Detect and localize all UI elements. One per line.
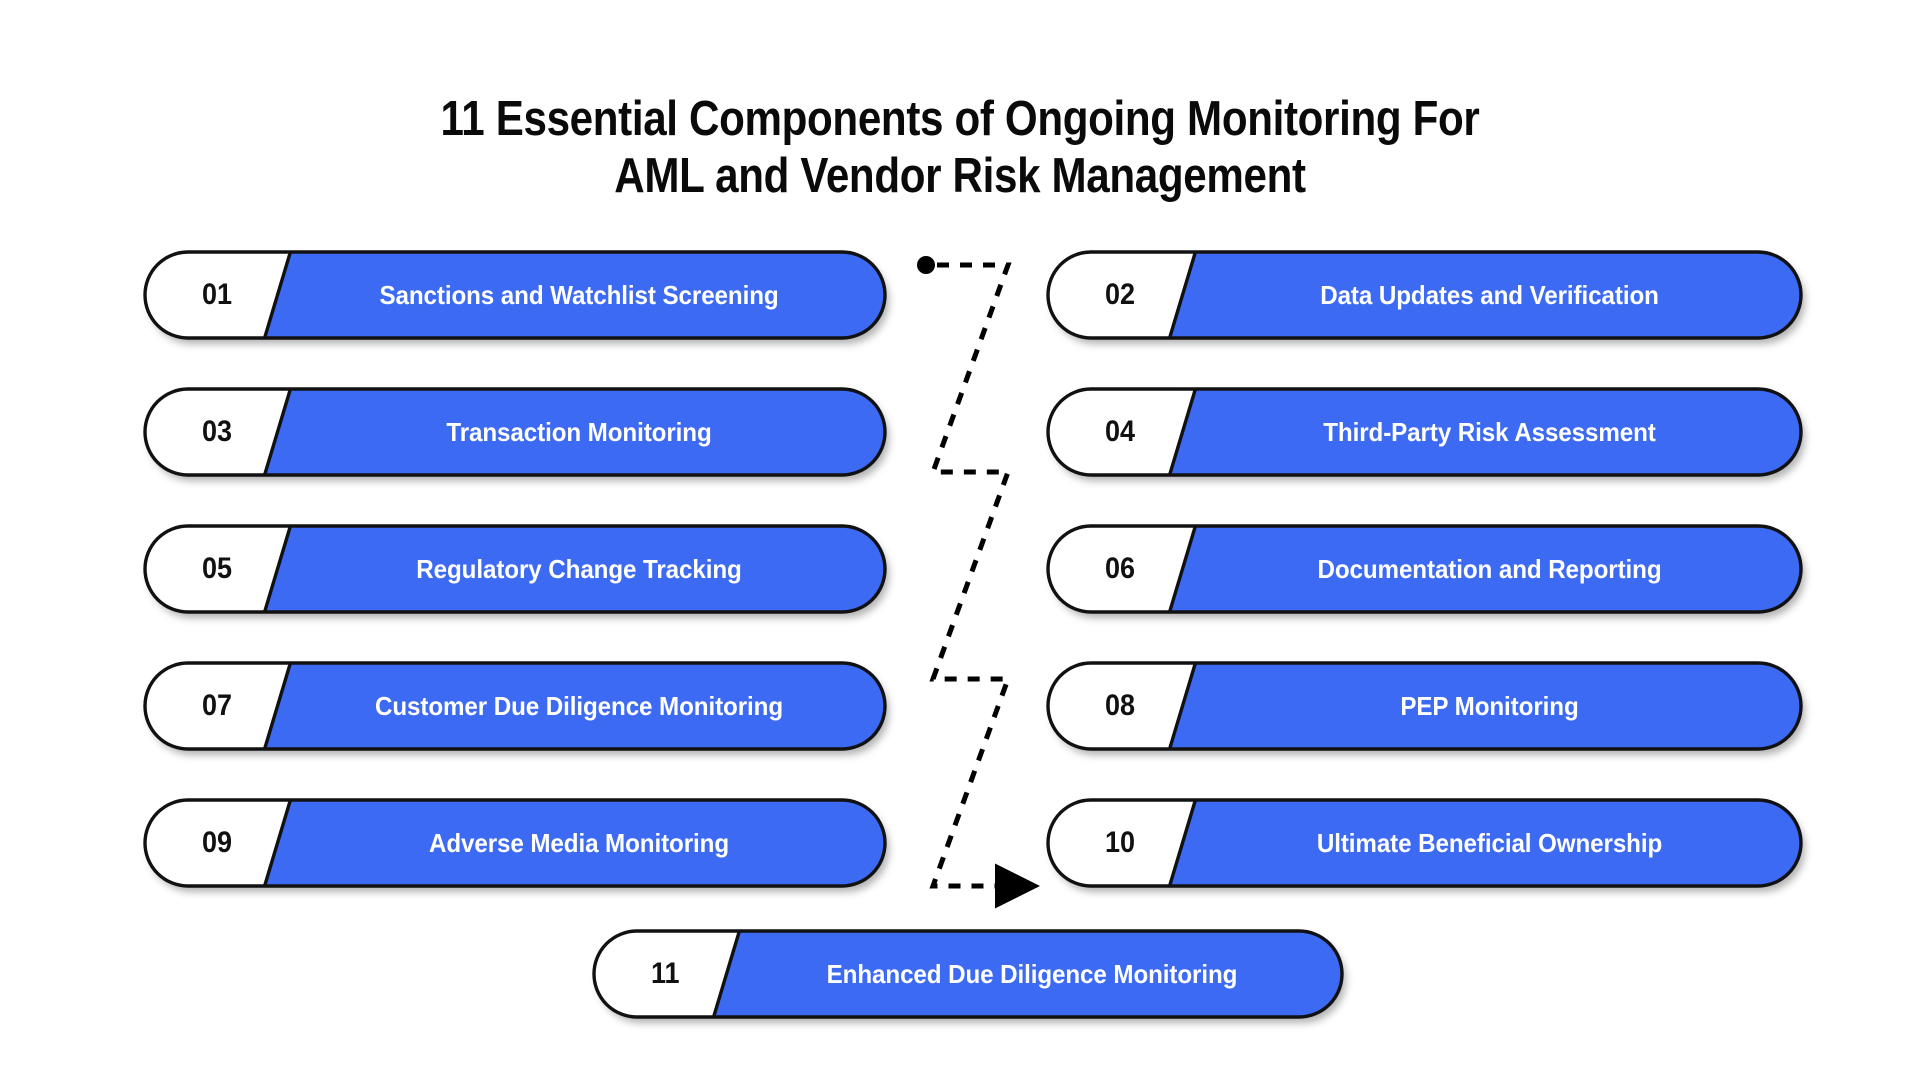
connector-start-dot: [917, 256, 935, 274]
card-shape: [143, 387, 887, 477]
card-shape: [1046, 524, 1803, 614]
card-shape: [1046, 250, 1803, 340]
card-shape: [143, 661, 887, 751]
card-shape: [1046, 798, 1803, 888]
card-shape: [1046, 387, 1803, 477]
page-title: 11 Essential Components of Ongoing Monit…: [440, 91, 1480, 203]
card-shape: [143, 524, 887, 614]
flow-connector: [900, 230, 1040, 930]
card-shape: [143, 250, 887, 340]
connector-path: [929, 262, 1040, 909]
card-shape: [592, 929, 1344, 1019]
card-shape: [143, 798, 887, 888]
card-shape: [1046, 661, 1803, 751]
